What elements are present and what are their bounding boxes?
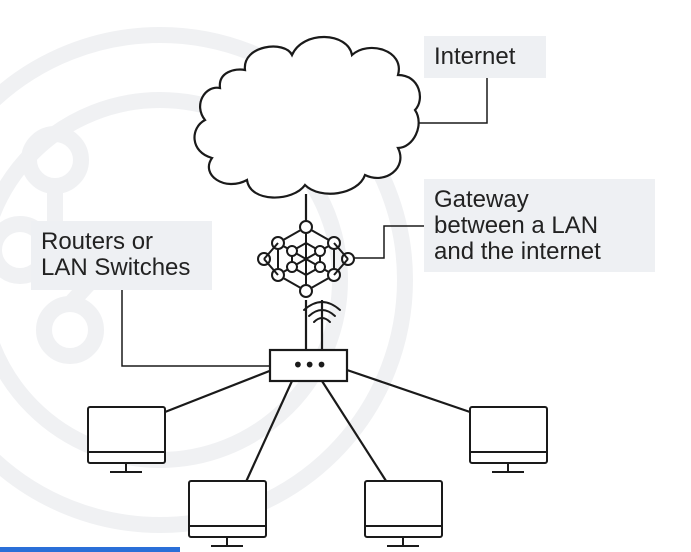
link-to-monitor-3 <box>321 380 389 485</box>
routers-label: Routers or LAN Switches <box>31 221 212 290</box>
cloud-icon <box>193 35 421 199</box>
monitor-icon <box>469 406 548 473</box>
wifi-icon <box>303 301 341 323</box>
routers-label-line-2: LAN Switches <box>41 254 191 281</box>
switch-ports: ••• <box>292 353 327 377</box>
monitor-icon <box>188 480 267 547</box>
gateway-label: Gateway between a LAN and the internet <box>424 179 655 272</box>
monitor-icon <box>87 406 166 473</box>
internet-label-text: Internet <box>434 43 516 70</box>
accent-bar <box>0 547 180 552</box>
internet-label: Internet <box>424 36 546 78</box>
connection-lines <box>164 194 471 485</box>
gateway-hexagon-icon <box>257 220 355 298</box>
monitor-icon <box>364 480 443 547</box>
gateway-label-line-1: Gateway <box>434 186 529 213</box>
routers-leader <box>121 290 270 367</box>
gateway-label-line-2: between a LAN <box>434 212 599 239</box>
gateway-label-line-3: and the internet <box>434 238 601 265</box>
link-to-monitor-4 <box>346 368 471 414</box>
routers-label-line-1: Routers or <box>41 228 154 255</box>
link-to-monitor-2 <box>243 380 294 485</box>
gateway-leader <box>344 225 424 259</box>
switch-icon <box>268 348 349 383</box>
link-to-monitor-1 <box>164 368 273 414</box>
